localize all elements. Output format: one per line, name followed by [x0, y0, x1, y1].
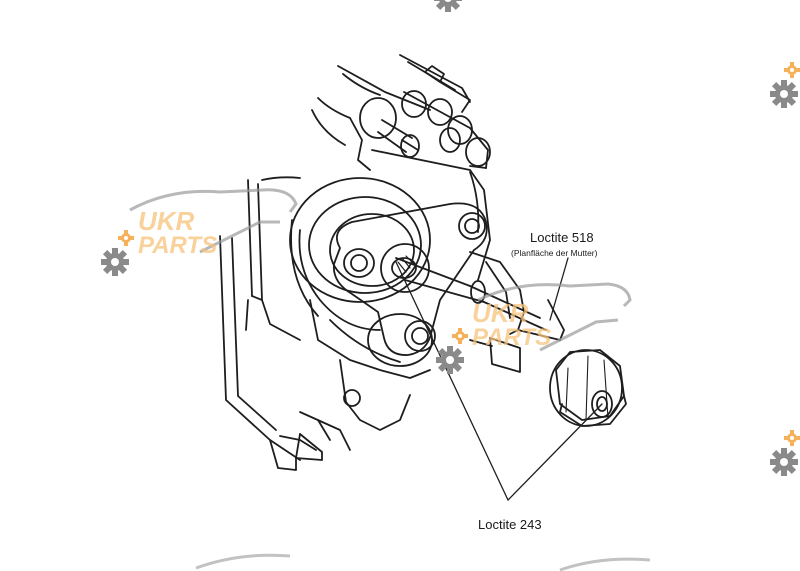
watermark-gear-right-upper: [770, 62, 800, 108]
watermark-logo-center: [436, 282, 632, 374]
car-outline-icon: [195, 553, 291, 570]
gear-icon: [434, 0, 462, 12]
leader-loctite-243-shaft: [395, 261, 509, 501]
watermark-ukr-text: UKR: [472, 298, 529, 328]
watermark-gear-right-lower: [770, 430, 800, 476]
leader-loctite-518: [549, 257, 569, 321]
watermark-parts-text: PARTS: [472, 324, 552, 351]
car-outline-icon: [477, 282, 632, 308]
watermark-car-bottom: [195, 553, 651, 571]
gear-icon: [101, 248, 129, 276]
gear-icon: [784, 62, 800, 78]
gear-icon: [452, 328, 468, 344]
upper-boss: [359, 97, 397, 139]
watermark-parts-text: PARTS: [138, 232, 218, 259]
car-outline-icon: [129, 188, 298, 213]
gear-icon: [770, 448, 798, 476]
label-loctite-518: Loctite 518: [530, 230, 594, 245]
label-loctite-243: Loctite 243: [478, 517, 542, 532]
housing-top-edge: [337, 65, 431, 111]
watermark-gear-top: [434, 0, 462, 12]
gear-icon: [784, 430, 800, 446]
gear-icon: [118, 230, 134, 246]
flange-bolt-top: [458, 212, 486, 240]
watermark-ukr-text: UKR: [138, 206, 195, 236]
watermark-logo-left: [101, 188, 298, 276]
output-shaft: [395, 257, 471, 287]
leader-loctite-243-nut: [507, 403, 603, 501]
flange-plate: [332, 202, 488, 356]
gear-icon: [436, 346, 464, 374]
flange-bolt-left: [343, 248, 375, 278]
bearing-housing: [289, 177, 431, 303]
label-loctite-518-note: (Planfläche der Mutter): [511, 248, 598, 258]
gear-icon: [770, 80, 798, 108]
flange-bolt-bottom: [404, 320, 436, 352]
